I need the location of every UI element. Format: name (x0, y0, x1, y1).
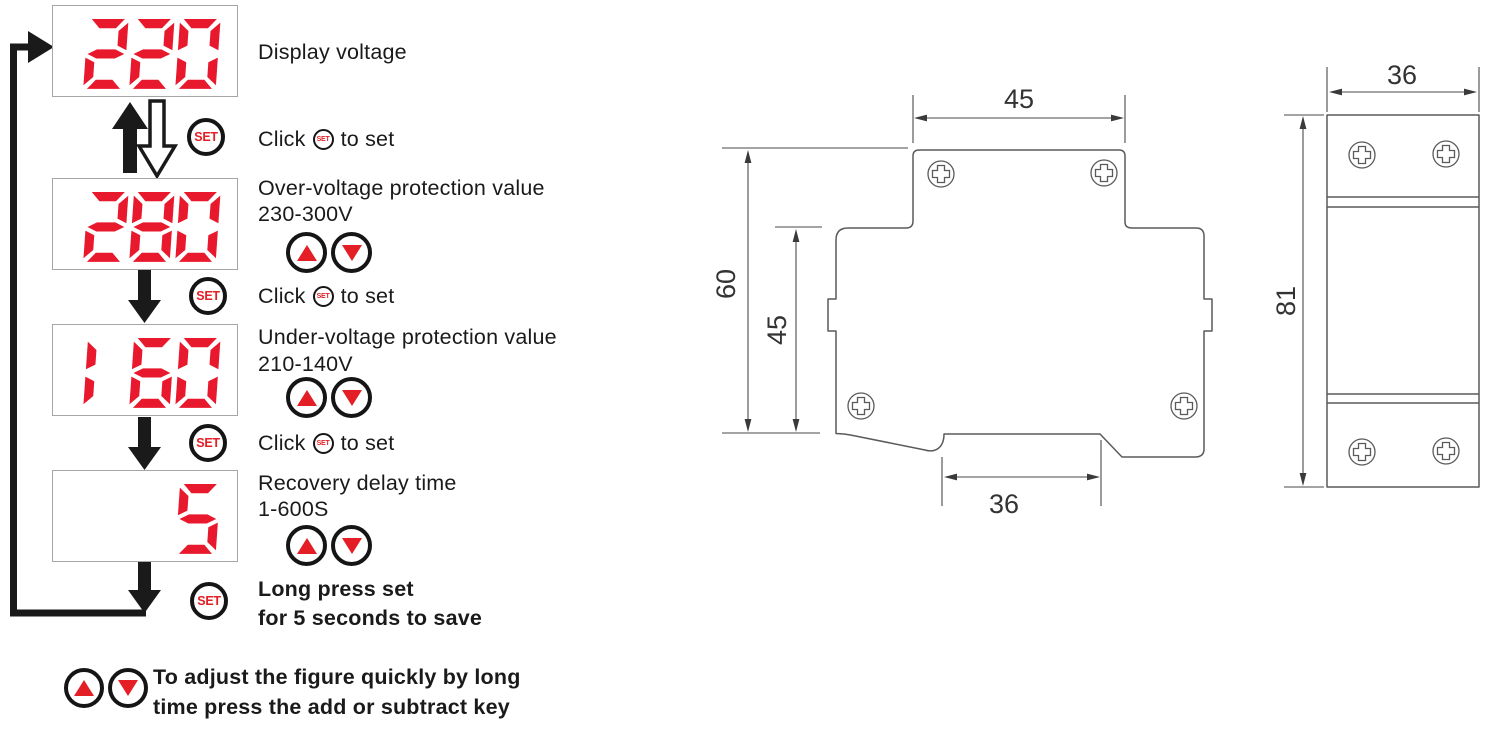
click-text: Click (258, 430, 306, 455)
side-groove-lines (1327, 196, 1479, 404)
dim-top-width: 45 (1004, 84, 1034, 114)
click-to-set-row: Click SET to set (258, 126, 394, 152)
side-view-drawing: 36 81 (1271, 60, 1480, 488)
down-triangle-icon (341, 389, 362, 406)
dim-arrow-icon (1464, 88, 1477, 96)
up-triangle-icon (74, 680, 94, 696)
down-button (331, 232, 372, 273)
dim-extension-lines (941, 440, 1102, 506)
dim-arrow-icon (944, 473, 957, 481)
screw-icon (1170, 392, 1198, 420)
step-label-delay: Recovery delay time (258, 471, 457, 495)
set-button: SET (187, 118, 225, 156)
adjust-buttons-overvoltage (286, 232, 372, 273)
range-overvoltage: 230-300V (258, 202, 353, 226)
save-instruction-line1: Long press set (258, 577, 414, 601)
dim-side-height: 81 (1271, 286, 1301, 316)
set-button: SET (189, 424, 227, 462)
seven-segment-display-voltage (52, 5, 238, 97)
click-text: Click (258, 126, 306, 151)
adjust-buttons-undervoltage (286, 377, 372, 418)
dim-arrow-icon (1087, 473, 1100, 481)
dim-extension-lines (912, 95, 1126, 143)
down-triangle-icon (341, 537, 362, 554)
dim-total-height: 60 (711, 269, 741, 299)
seven-segment-display-delay (52, 470, 238, 562)
click-to-set-row: Click SET to set (258, 430, 394, 456)
down-button (331, 377, 372, 418)
up-triangle-icon (296, 537, 317, 554)
dim-arrow-icon (744, 419, 752, 432)
down-arrow-outline-icon (135, 99, 179, 180)
adjust-buttons-note (64, 668, 148, 708)
dim-extension-lines (1326, 67, 1480, 112)
step-label-display-voltage: Display voltage (258, 40, 407, 64)
screw-icon (1348, 438, 1376, 466)
dim-arrow-icon (1329, 88, 1342, 96)
screw-icon (1090, 159, 1118, 187)
dim-extension-lines (722, 147, 908, 434)
side-view: 36 81 (1271, 60, 1480, 488)
down-button (331, 525, 372, 566)
front-view-drawing: 45 60 45 36 (711, 84, 1213, 519)
up-button (286, 525, 327, 566)
loop-line (10, 43, 146, 617)
click-text: Click (258, 283, 306, 308)
up-arrow-icon (112, 102, 148, 173)
device-side-outline (1326, 114, 1480, 488)
set-icon: SET (312, 432, 334, 454)
click-to-set-row: Click SET to set (258, 283, 394, 309)
set-icon: SET (312, 128, 334, 150)
to-set-text: to set (340, 430, 395, 455)
up-triangle-icon (296, 244, 317, 261)
screw-icon (1432, 437, 1460, 465)
step-label-overvoltage: Over-voltage protection value (258, 176, 545, 200)
down-triangle-icon (118, 680, 138, 696)
dim-arrow-icon (1299, 473, 1307, 486)
up-button (286, 232, 327, 273)
down-triangle-icon (341, 244, 362, 261)
dim-extension-lines (1284, 114, 1324, 488)
seven-segment-display-overvoltage (52, 178, 238, 270)
screw-icon (1348, 141, 1376, 169)
set-button: SET (189, 277, 227, 315)
note-line1: To adjust the figure quickly by long (153, 665, 521, 689)
down-arrow-icon (128, 270, 161, 323)
adjust-buttons-delay (286, 525, 372, 566)
dim-arrow-icon (914, 114, 927, 122)
dim-rail-width: 36 (989, 489, 1019, 519)
range-undervoltage: 210-140V (258, 352, 353, 376)
down-button (108, 668, 148, 708)
dim-arrow-icon (744, 150, 752, 163)
device-outline (827, 149, 1213, 458)
save-instruction-line2: for 5 seconds to save (258, 606, 483, 630)
dim-arrow-icon (792, 229, 800, 242)
dim-body-height: 45 (762, 315, 792, 345)
dim-side-width: 36 (1387, 60, 1417, 90)
screw-icon (847, 392, 875, 420)
step-label-undervoltage: Under-voltage protection value (258, 325, 557, 349)
set-button: SET (190, 582, 228, 620)
note-line2: time press the add or subtract key (153, 695, 510, 719)
dim-arrow-icon (792, 419, 800, 432)
front-view: 45 60 45 36 (711, 84, 1213, 519)
flow-connector-lines (10, 31, 179, 617)
to-set-text: to set (340, 283, 395, 308)
loop-arrowhead-icon (28, 31, 54, 63)
up-button (286, 377, 327, 418)
to-set-text: to set (340, 126, 395, 151)
up-triangle-icon (296, 389, 317, 406)
down-arrow-icon (128, 417, 161, 470)
dim-arrow-icon (1111, 114, 1124, 122)
set-icon: SET (312, 285, 334, 307)
screw-icon (1432, 140, 1460, 168)
seven-segment-display-undervoltage (52, 324, 238, 416)
dim-extension-lines (775, 226, 822, 429)
up-button (64, 668, 104, 708)
screw-icon (927, 160, 955, 188)
range-delay: 1-600S (258, 497, 329, 521)
down-arrow-icon (128, 560, 161, 613)
dim-arrow-icon (1299, 116, 1307, 129)
